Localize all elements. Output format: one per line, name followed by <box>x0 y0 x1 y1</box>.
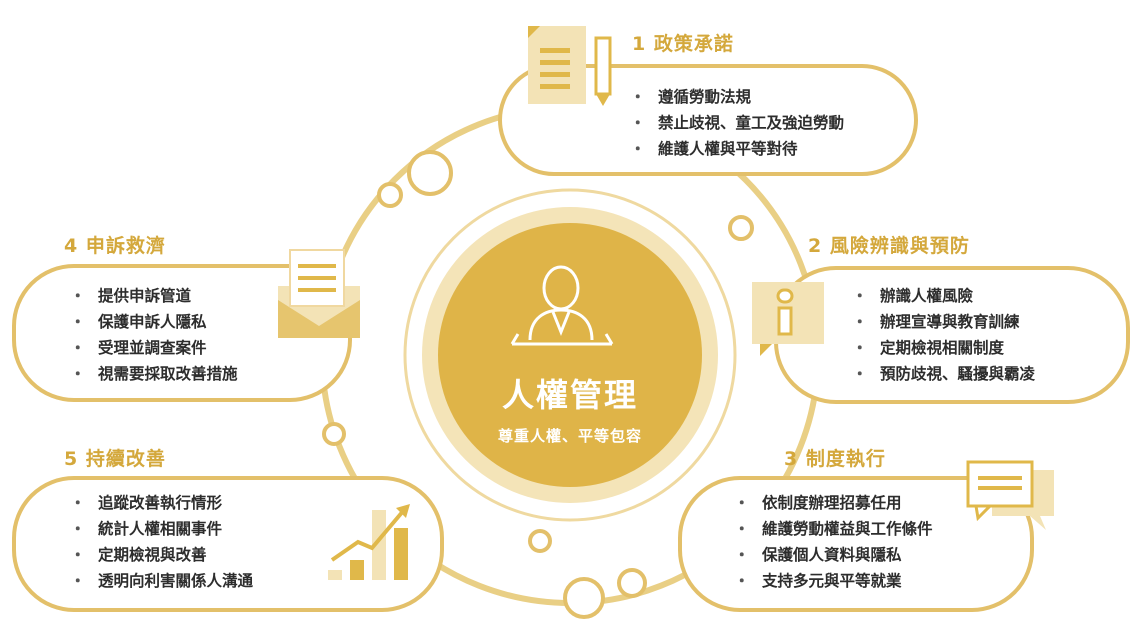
list-item: ・定期檢視與改善 <box>70 542 253 568</box>
list-item: ・支持多元與平等就業 <box>734 568 933 594</box>
list-item: ・預防歧視、騷擾與霸凌 <box>852 361 1035 387</box>
bullet: ・ <box>70 313 86 331</box>
list-item-text: 提供申訴管道 <box>98 287 192 305</box>
list-item-text: 保護申訴人隱私 <box>98 313 207 331</box>
list-item-text: 辦識人權風險 <box>880 287 974 305</box>
orbit-node <box>528 529 552 553</box>
list-item-text: 保護個人資料與隱私 <box>762 546 902 564</box>
list-item: ・定期檢視相關制度 <box>852 335 1035 361</box>
center-title: 人權管理 <box>501 376 638 414</box>
list-item-text: 統計人權相關事件 <box>98 520 223 538</box>
bullet: ・ <box>852 339 868 357</box>
section-5-list: ・追蹤改善執行情形 ・統計人權相關事件 ・定期檢視與改善 ・透明向利害關係人溝通 <box>70 490 253 594</box>
list-item: ・維護勞動權益與工作條件 <box>734 516 933 542</box>
person-at-desk-icon <box>510 265 614 346</box>
list-item: ・保護個人資料與隱私 <box>734 542 933 568</box>
chat-bubbles-icon <box>966 460 1054 530</box>
orbit-node <box>407 150 453 196</box>
orbit-node <box>563 577 605 619</box>
list-item-text: 依制度辦理招募任用 <box>762 494 902 512</box>
bullet: ・ <box>734 520 750 538</box>
orbit-node <box>728 215 754 241</box>
list-item: ・辦理宣導與教育訓練 <box>852 309 1035 335</box>
list-item: ・提供申訴管道 <box>70 283 238 309</box>
list-item: ・統計人權相關事件 <box>70 516 253 542</box>
bullet: ・ <box>852 287 868 305</box>
bullet: ・ <box>70 365 86 383</box>
list-item: ・遵循勞動法規 <box>630 84 844 110</box>
list-item-text: 視需要採取改善措施 <box>98 365 238 383</box>
list-item: ・維護人權與平等對待 <box>630 136 844 162</box>
mail-envelope-icon <box>278 249 360 338</box>
bullet: ・ <box>630 88 646 106</box>
list-item-text: 維護人權與平等對待 <box>658 140 798 158</box>
center-disc <box>438 223 702 487</box>
list-item-text: 定期檢視與改善 <box>98 546 207 564</box>
list-item-text: 遵循勞動法規 <box>658 88 752 106</box>
bullet: ・ <box>70 520 86 538</box>
section-5-title: 5 持續改善 <box>64 448 166 470</box>
list-item: ・保護申訴人隱私 <box>70 309 238 335</box>
list-item-text: 支持多元與平等就業 <box>762 572 902 590</box>
orbit-node <box>617 568 647 598</box>
section-2-title: 2 風險辨識與預防 <box>808 235 970 257</box>
section-2-list: ・辦識人權風險 ・辦理宣導與教育訓練 ・定期檢視相關制度 ・預防歧視、騷擾與霸凌 <box>852 283 1035 387</box>
list-item-text: 禁止歧視、童工及強迫勞動 <box>658 114 845 132</box>
list-item-text: 透明向利害關係人溝通 <box>98 572 254 590</box>
document-pen-icon <box>528 26 612 106</box>
list-item-text: 受理並調查案件 <box>98 339 207 357</box>
bullet: ・ <box>852 313 868 331</box>
list-item: ・禁止歧視、童工及強迫勞動 <box>630 110 844 136</box>
list-item-text: 預防歧視、騷擾與霸凌 <box>880 365 1036 383</box>
list-item: ・依制度辦理招募任用 <box>734 490 933 516</box>
list-item-text: 維護勞動權益與工作條件 <box>762 520 933 538</box>
list-item-text: 追蹤改善執行情形 <box>98 494 223 512</box>
inner-orbit-ring <box>403 188 737 522</box>
growth-chart-icon <box>328 504 410 580</box>
section-1-title: 1 政策承諾 <box>632 33 734 55</box>
bullet: ・ <box>70 572 86 590</box>
bullet: ・ <box>70 546 86 564</box>
bullet: ・ <box>630 140 646 158</box>
pill-section-3 <box>678 476 1034 612</box>
section-4-title: 4 申訴救濟 <box>64 235 166 257</box>
orbit-node <box>322 422 346 446</box>
bullet: ・ <box>630 114 646 132</box>
orbit-node <box>377 182 403 208</box>
list-item: ・透明向利害關係人溝通 <box>70 568 253 594</box>
list-item: ・辦識人權風險 <box>852 283 1035 309</box>
list-item: ・追蹤改善執行情形 <box>70 490 253 516</box>
section-3-title: 3 制度執行 <box>784 448 886 470</box>
bullet: ・ <box>70 287 86 305</box>
section-4-list: ・提供申訴管道 ・保護申訴人隱私 ・受理並調查案件 ・視需要採取改善措施 <box>70 283 238 387</box>
section-3-list: ・依制度辦理招募任用 ・維護勞動權益與工作條件 ・保護個人資料與隱私 ・支持多元… <box>734 490 933 594</box>
bullet: ・ <box>70 494 86 512</box>
bullet: ・ <box>734 572 750 590</box>
list-item-text: 辦理宣導與教育訓練 <box>880 313 1020 331</box>
list-item: ・視需要採取改善措施 <box>70 361 238 387</box>
bullet: ・ <box>734 494 750 512</box>
center-subtitle: 尊重人權、平等包容 <box>497 427 642 445</box>
section-1-list: ・遵循勞動法規 ・禁止歧視、童工及強迫勞動 ・維護人權與平等對待 <box>630 84 844 162</box>
bullet: ・ <box>852 365 868 383</box>
list-item-text: 定期檢視相關制度 <box>880 339 1005 357</box>
list-item: ・受理並調查案件 <box>70 335 238 361</box>
info-sign-icon <box>752 282 824 356</box>
bullet: ・ <box>734 546 750 564</box>
bullet: ・ <box>70 339 86 357</box>
